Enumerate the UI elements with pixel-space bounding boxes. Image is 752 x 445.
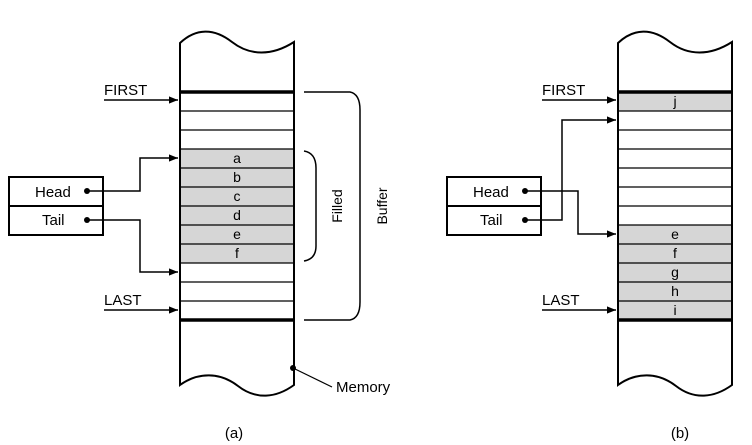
cell-f-b: f <box>673 245 677 261</box>
memory-leader-line <box>292 367 333 388</box>
cell-j: j <box>672 93 676 109</box>
buffer-brace <box>304 91 361 321</box>
caption-b: (b) <box>671 425 689 442</box>
cell-a: a <box>233 150 241 166</box>
tail-pointer-b <box>525 116 616 221</box>
last-label-b: LAST <box>542 292 580 309</box>
panel-b: j e f g h i FIRST LAST Head Tail (b) <box>446 30 733 442</box>
head-label-a: Head <box>35 184 71 201</box>
cell-f: f <box>235 245 239 261</box>
caption-a: (a) <box>225 425 243 442</box>
cell-b: b <box>233 169 241 185</box>
cell-e-b: e <box>671 226 679 242</box>
filled-brace <box>303 150 317 262</box>
filled-label: Filled <box>329 189 345 222</box>
cell-h-b: h <box>671 283 679 299</box>
memory-label: Memory <box>336 379 391 396</box>
tail-pointer-a <box>87 219 178 276</box>
cell-g-b: g <box>671 264 679 280</box>
memory-column-b <box>617 30 733 397</box>
cell-e: e <box>233 226 241 242</box>
panel-a: a b c d e f FIRST LAST Head Tail Filled … <box>8 30 391 442</box>
first-label-b: FIRST <box>542 82 585 99</box>
cell-c: c <box>234 188 241 204</box>
head-pointer-a <box>87 154 178 192</box>
buffer-label: Buffer <box>374 187 390 224</box>
head-pointer-b <box>525 190 616 238</box>
memory-column-a <box>179 30 295 397</box>
head-label-b: Head <box>473 184 509 201</box>
slot-dividers-a <box>180 110 294 302</box>
first-label-a: FIRST <box>104 82 147 99</box>
tail-box-a <box>8 205 104 236</box>
tail-label-a: Tail <box>42 212 65 229</box>
filled-top-b <box>618 92 732 111</box>
last-label-a: LAST <box>104 292 142 309</box>
slot-dividers-b <box>618 110 732 302</box>
cell-i-b: i <box>673 302 676 318</box>
tail-label-b: Tail <box>480 212 503 229</box>
cell-d: d <box>233 207 241 223</box>
filled-bottom-b <box>618 225 732 320</box>
